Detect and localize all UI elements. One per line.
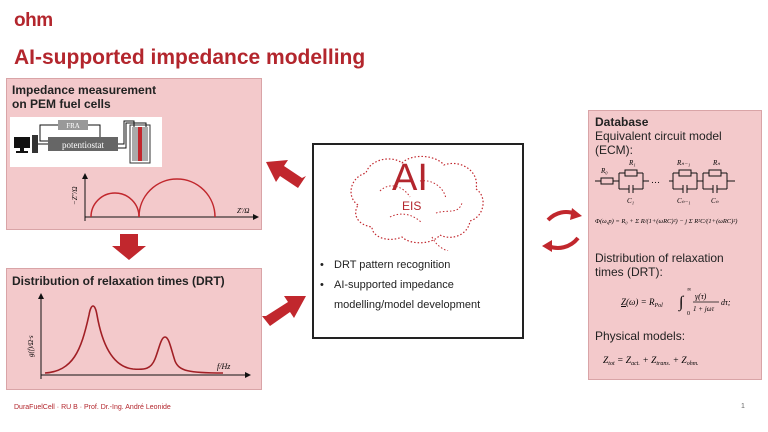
- measurement-setup-schematic: potentiostat FRA: [10, 117, 162, 167]
- fra-box: [58, 120, 88, 130]
- drt-title: Distribution of relaxation times (DRT): [12, 274, 225, 288]
- fuel-cell-stack-icon: [129, 124, 151, 164]
- bullet-ai-impedance: •AI-supported impedance: [320, 279, 454, 291]
- footer-credit: DuraFuelCell · RU B · Prof. Dr.-Ing. And…: [14, 404, 171, 411]
- svg-text:R₁: R₁: [628, 159, 636, 167]
- eis-label: EIS: [402, 199, 422, 213]
- svg-text:C₁: C₁: [627, 197, 634, 205]
- svg-text:Z(ω) = RPol: Z(ω) = RPol: [621, 297, 663, 309]
- computer-icon: [14, 135, 38, 153]
- physical-models-heading: Physical models:: [595, 329, 686, 343]
- svg-text:dτ;: dτ;: [721, 298, 731, 307]
- ohm-logo: ohm: [14, 10, 53, 31]
- nyquist-y-label: −Z″/Ω: [71, 186, 79, 205]
- svg-text:γ(τ): γ(τ): [695, 292, 707, 301]
- ecm-heading: Equivalent circuit model (ECM):: [595, 129, 722, 157]
- svg-text:0: 0: [687, 311, 690, 317]
- cycle-arrow-top: [546, 210, 577, 222]
- physical-equation: Ztot = Zact. + Ztrans. + Zohm.: [603, 356, 699, 367]
- svg-text:Rₙ: Rₙ: [712, 159, 720, 167]
- bullet-drt-recognition: •DRT pattern recognition: [320, 259, 451, 271]
- ecm-circuit: R₀ R₁ C₁ … Rₙ₋₁ Cₙ₋₁ Rₙ: [595, 159, 737, 225]
- drt-curve: [44, 305, 224, 374]
- nyquist-x-label: Z′/Ω: [237, 207, 249, 215]
- page-title: AI-supported impedance modelling: [14, 46, 366, 69]
- svg-text:Cₙ₋₁: Cₙ₋₁: [677, 197, 691, 205]
- database-title: Database: [595, 115, 649, 129]
- cycle-arrow-bottom: [547, 236, 580, 250]
- fra-label: FRA: [66, 122, 80, 130]
- measurement-title: Impedance measurement on PEM fuel cells: [12, 83, 157, 111]
- arrow-down: [112, 234, 146, 260]
- drt-x-label: f/Hz: [217, 362, 231, 371]
- database-panel: Database Equivalent circuit model (ECM):…: [588, 110, 762, 380]
- drt-equation: Z(ω) = RPol ∫ ∞ 0 γ(τ) 1 + jωτ dτ;: [621, 287, 731, 317]
- ai-label: AI: [392, 157, 428, 199]
- svg-text:Cₙ: Cₙ: [711, 197, 719, 205]
- drt-y-label: g(f)/Ω·s: [27, 335, 35, 357]
- nyquist-plot: −Z″/Ω Z′/Ω: [71, 173, 259, 221]
- svg-text:Φ(ω,p) = R₀ + Σ R/(1+(ωRC)²) −: Φ(ω,p) = R₀ + Σ R/(1+(ωRC)²) − j Σ R²C/(…: [595, 218, 737, 225]
- potentiostat-label: potentiostat: [62, 140, 104, 150]
- arrow-to-center: [262, 296, 306, 326]
- svg-text:R₀: R₀: [600, 167, 608, 175]
- svg-text:Rₙ₋₁: Rₙ₋₁: [676, 159, 690, 167]
- svg-text:∫: ∫: [678, 294, 685, 312]
- svg-text:Ztot = Zact. + Ztrans. + Zohm.: Ztot = Zact. + Ztrans. + Zohm.: [603, 356, 699, 367]
- svg-text:∞: ∞: [687, 287, 691, 293]
- drt-panel: Distribution of relaxation times (DRT) g…: [6, 268, 262, 390]
- center-bullets: •DRT pattern recognition •AI-supported i…: [320, 255, 520, 315]
- svg-text:1 + jωτ: 1 + jωτ: [693, 305, 715, 313]
- potentiostat-box: [48, 137, 118, 151]
- drt-plot: g(f)/Ω·s f/Hz: [27, 293, 251, 379]
- bullet-model-development: modelling/model development: [334, 299, 481, 311]
- page-number: 1: [741, 403, 745, 410]
- arrow-to-measurement: [266, 160, 306, 188]
- nyquist-arc-1: [90, 192, 140, 218]
- impedance-measurement-panel: Impedance measurement on PEM fuel cells …: [6, 78, 262, 230]
- svg-text:…: …: [651, 175, 660, 185]
- drt-heading: Distribution of relaxation times (DRT):: [595, 251, 724, 279]
- nyquist-arc-2: [138, 178, 216, 218]
- brain-icon: [350, 155, 484, 251]
- ai-eis-box: AI EIS •DRT pattern recognition •AI-supp…: [312, 143, 524, 339]
